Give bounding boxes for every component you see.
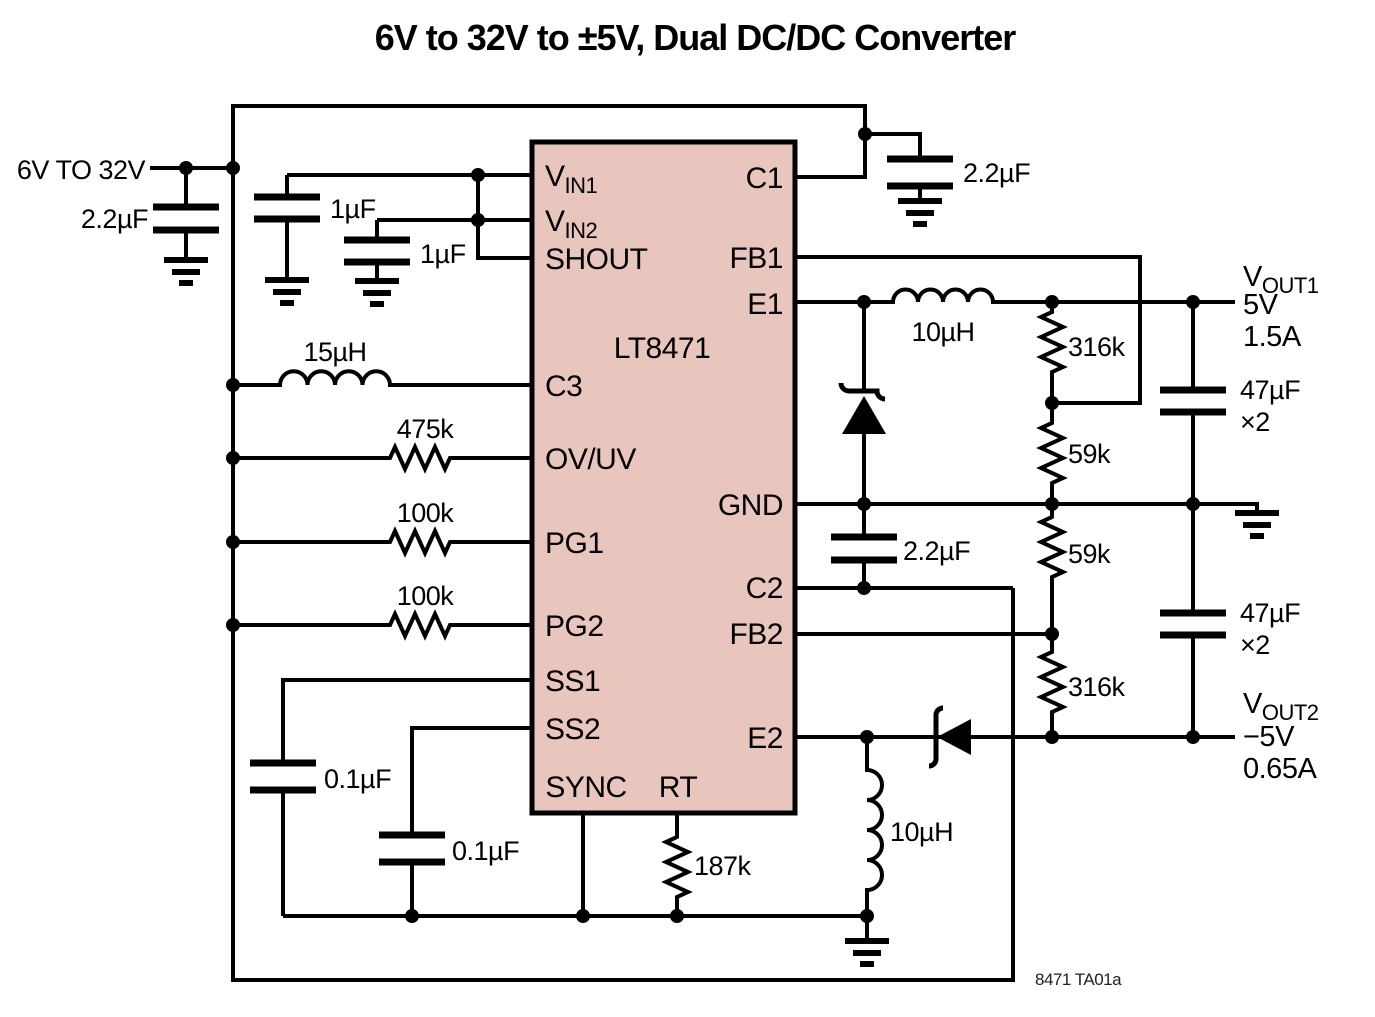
input-voltage-label: 6V TO 32V <box>17 155 146 185</box>
pin-label-c3: C3 <box>545 370 582 403</box>
pin-label-ss2: SS2 <box>545 713 600 746</box>
pin-label-e1: E1 <box>747 288 783 321</box>
ss1-cap-label: 0.1µF <box>324 764 391 794</box>
wires <box>150 104 1259 982</box>
shout-tie-wire <box>476 175 534 260</box>
ground-icon <box>164 257 208 286</box>
ground-symbols <box>164 198 1279 967</box>
diode-triangle <box>937 719 971 755</box>
pin-label-fb1: FB1 <box>729 242 783 275</box>
pg2-resistor-wire <box>233 609 534 641</box>
ss1-cap <box>250 759 316 794</box>
output-labels: VOUT1 5V 1.5A VOUT2 −5V 0.65A <box>1243 261 1319 785</box>
pin-label-rt: RT <box>659 771 698 804</box>
ground-icon <box>898 198 942 227</box>
pin-label-c2: C2 <box>746 572 783 605</box>
ground-icon <box>265 277 309 306</box>
pin-label-pg1: PG1 <box>545 527 604 560</box>
component-labels: 6V TO 32V 2.2µF 1µF 1µF 2.2µF 15µH 475k … <box>17 155 1301 881</box>
c2-cap-label: 2.2µF <box>903 536 970 566</box>
pin-label-vin1: VIN1 <box>545 160 598 198</box>
pin-label-vin2: VIN2 <box>545 205 598 243</box>
c3-inductor-label: 15µH <box>303 337 366 367</box>
pin-label-ovuv: OV/UV <box>545 443 636 476</box>
ic-body <box>529 139 798 816</box>
pg1-resistor-label: 100k <box>397 498 455 528</box>
fb2-bottom-resistor-label: 316k <box>1068 672 1126 702</box>
vout1-amps: 1.5A <box>1243 321 1302 353</box>
ic-block: VIN1 VIN2 SHOUT LT8471 C3 OV/UV PG1 PG2 … <box>529 139 798 816</box>
vin2-cap <box>344 236 410 266</box>
c2-cap <box>831 533 897 564</box>
ss2-cap-label: 0.1µF <box>452 836 519 866</box>
rt-resistor-label: 187k <box>694 851 752 881</box>
fb2-top-resistor-label: 59k <box>1068 539 1111 569</box>
out1-cap-qty-label: ×2 <box>1240 407 1270 437</box>
fb1-wire <box>795 255 1142 405</box>
pin-label-ss1: SS1 <box>545 665 600 698</box>
ic-part-number: LT8471 <box>614 332 711 365</box>
outer-rail-wire <box>231 104 1015 982</box>
ground-icon <box>1235 510 1279 539</box>
out2-cap-label: 47µF <box>1240 598 1300 628</box>
vin1-cap-label: 1µF <box>330 194 376 224</box>
vin1-cap <box>254 193 320 223</box>
ss1-cap-wire <box>281 678 534 916</box>
pin-label-e2: E2 <box>747 722 783 755</box>
ground-icon <box>845 938 889 967</box>
vout1-volts: 5V <box>1243 289 1279 321</box>
schematic-title: 6V to 32V to ±5V, Dual DC/DC Converter <box>375 17 1017 58</box>
pin-label-pg2: PG2 <box>545 610 604 643</box>
c1-cap-branch <box>865 132 922 201</box>
pg2-resistor-label: 100k <box>397 581 455 611</box>
vout2-volts: −5V <box>1243 721 1295 753</box>
ch2-inductor-wire <box>865 737 884 916</box>
ground-icon <box>355 278 399 307</box>
pin-label-sync: SYNC <box>545 771 626 804</box>
ovuv-resistor-wire <box>233 442 534 474</box>
ch2-inductor-label: 10µH <box>890 817 953 847</box>
ss2-cap-wire <box>410 726 534 916</box>
vout2-amps: 0.65A <box>1243 753 1317 785</box>
c1-cap-label: 2.2µF <box>963 158 1030 188</box>
vout1-label: VOUT1 <box>1243 261 1319 298</box>
pin-label-c1: C1 <box>746 162 783 195</box>
out1-cap <box>1160 386 1226 416</box>
pin-label-gnd: GND <box>718 489 783 522</box>
e1-inductor-wire <box>795 287 1235 304</box>
out2-cap-qty-label: ×2 <box>1240 630 1270 660</box>
diode-cathode <box>928 705 944 769</box>
ch1-schottky-diode-icon <box>838 382 886 434</box>
input-cap-label: 2.2µF <box>81 204 148 234</box>
junction-dots <box>179 127 1200 923</box>
c3-inductor-wire <box>233 369 534 387</box>
fb1-bottom-resistor-label: 59k <box>1068 439 1111 469</box>
capacitor-plates <box>153 155 1226 866</box>
out2-cap <box>1160 609 1226 639</box>
fb2-divider-wire <box>1036 504 1068 737</box>
pin-label-fb2: FB2 <box>729 618 783 651</box>
figure-note: 8471 TA01a <box>1035 970 1122 989</box>
input-cap <box>153 203 219 234</box>
ch1-inductor-label: 10µH <box>911 317 974 347</box>
vin1-wire <box>285 173 534 280</box>
diode-triangle <box>842 396 886 434</box>
ss2-cap <box>379 831 445 866</box>
ch2-schottky-diode-icon <box>928 705 971 769</box>
vout2-label: VOUT2 <box>1243 688 1319 725</box>
ovuv-resistor-label: 475k <box>397 414 455 444</box>
pin-label-shout: SHOUT <box>545 243 648 276</box>
out1-cap-label: 47µF <box>1240 375 1300 405</box>
pg1-resistor-wire <box>233 526 534 558</box>
diode-cathode <box>838 382 886 402</box>
fb1-top-resistor-label: 316k <box>1068 332 1126 362</box>
rt-resistor-wire <box>661 813 693 916</box>
c1-cap <box>887 155 953 190</box>
vin2-cap-label: 1µF <box>420 239 466 269</box>
